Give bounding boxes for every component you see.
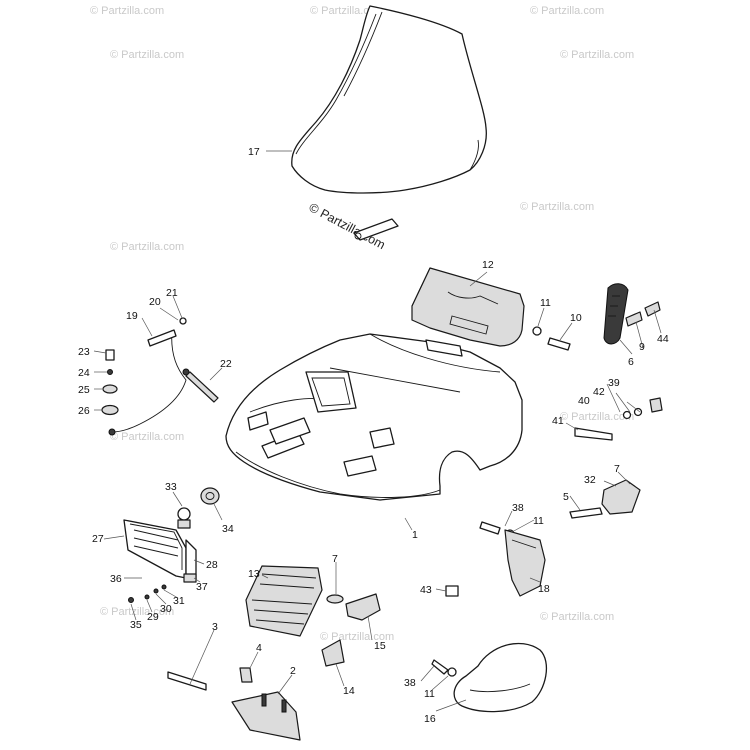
callout-19: 19 [126,310,138,322]
rod-3-part [167,671,207,691]
callout-6: 6 [628,356,634,368]
bracket-15-part [345,593,381,621]
callout-23: 23 [78,346,90,358]
headlight-part [123,519,197,581]
watermark: © Partzilla.com [540,611,614,623]
callout-11: 11 [424,688,435,700]
watermark: © Partzilla.com [110,49,184,61]
leader-lines [93,150,662,712]
callout-39: 39 [608,377,620,389]
grab-handle-part [603,283,629,345]
watermark: © Partzilla.com [110,241,184,253]
rod-22-part [185,371,219,403]
fastener-stack-parts [101,349,119,416]
callout-41: 41 [552,415,564,427]
bracket-18-part [504,529,546,597]
callout-7: 7 [614,463,620,475]
callout-9: 9 [639,341,645,353]
callout-13: 13 [248,568,260,580]
callout-42: 42 [593,386,605,398]
callout-11: 11 [540,297,551,309]
callout-43: 43 [420,584,432,596]
watermark: © Partzilla.com [560,411,634,423]
callout-20: 20 [149,296,161,308]
callout-14: 14 [343,685,355,697]
cover-16-part [453,642,548,713]
callout-26: 26 [78,405,90,417]
callout-21: 21 [166,287,178,299]
callout-33: 33 [165,481,177,493]
clip-part [353,218,399,241]
windshield-part [291,5,487,194]
watermark: © Partzilla.com [320,631,394,643]
callout-7: 7 [332,553,338,565]
callout-5: 5 [563,491,569,503]
callout-24: 24 [78,367,90,379]
callout-38: 38 [512,502,524,514]
callout-32: 32 [584,474,596,486]
callout-2: 2 [290,665,296,677]
callout-10: 10 [570,312,582,324]
washer-part [326,594,344,604]
bracket-14-part [321,639,345,667]
watermark: © Partzilla.com [310,5,384,17]
watermark: © Partzilla.com [530,5,604,17]
callout-1: 1 [412,529,418,541]
socket-part [200,487,220,505]
plate-2-part [231,691,301,741]
callout-27: 27 [92,533,104,545]
hood-part [225,333,523,501]
callout-36: 36 [110,573,122,585]
callout-28: 28 [206,559,218,571]
callout-38: 38 [404,677,416,689]
callout-40: 40 [578,395,590,407]
callout-44: 44 [657,333,669,345]
callout-4: 4 [256,642,262,654]
callout-30: 30 [160,603,172,615]
fastener-parts [431,301,663,677]
watermark: © Partzilla.com [520,201,594,213]
callout-12: 12 [482,259,494,271]
bulb-part [177,507,191,529]
callout-3: 3 [212,621,218,633]
callout-22: 22 [220,358,232,370]
callout-labels: 17 12 11 10 6 9 44 39 42 40 41 7 32 5 1 … [78,146,669,725]
callout-34: 34 [222,523,234,535]
fastener-4-part [239,667,253,683]
heat-shield-part [245,565,323,637]
callout-11: 11 [533,515,544,527]
watermark-layer: © Partzilla.com © Partzilla.com © Partzi… [90,5,634,643]
small-hardware-parts [128,573,197,603]
callout-15: 15 [374,640,386,652]
callout-17: 17 [248,146,260,158]
tray-part [411,267,525,347]
callout-16: 16 [424,713,436,725]
watermark: © Partzilla.com [110,431,184,443]
watermark: © Partzilla.com [560,49,634,61]
callout-37: 37 [196,581,208,593]
cable-assembly-part [108,317,190,436]
callout-35: 35 [130,619,142,631]
watermark: © Partzilla.com [90,5,164,17]
callout-31: 31 [173,595,185,607]
callout-29: 29 [147,611,159,623]
callout-25: 25 [78,384,90,396]
callout-18: 18 [538,583,550,595]
watermark: © Partzilla.com [100,606,174,618]
